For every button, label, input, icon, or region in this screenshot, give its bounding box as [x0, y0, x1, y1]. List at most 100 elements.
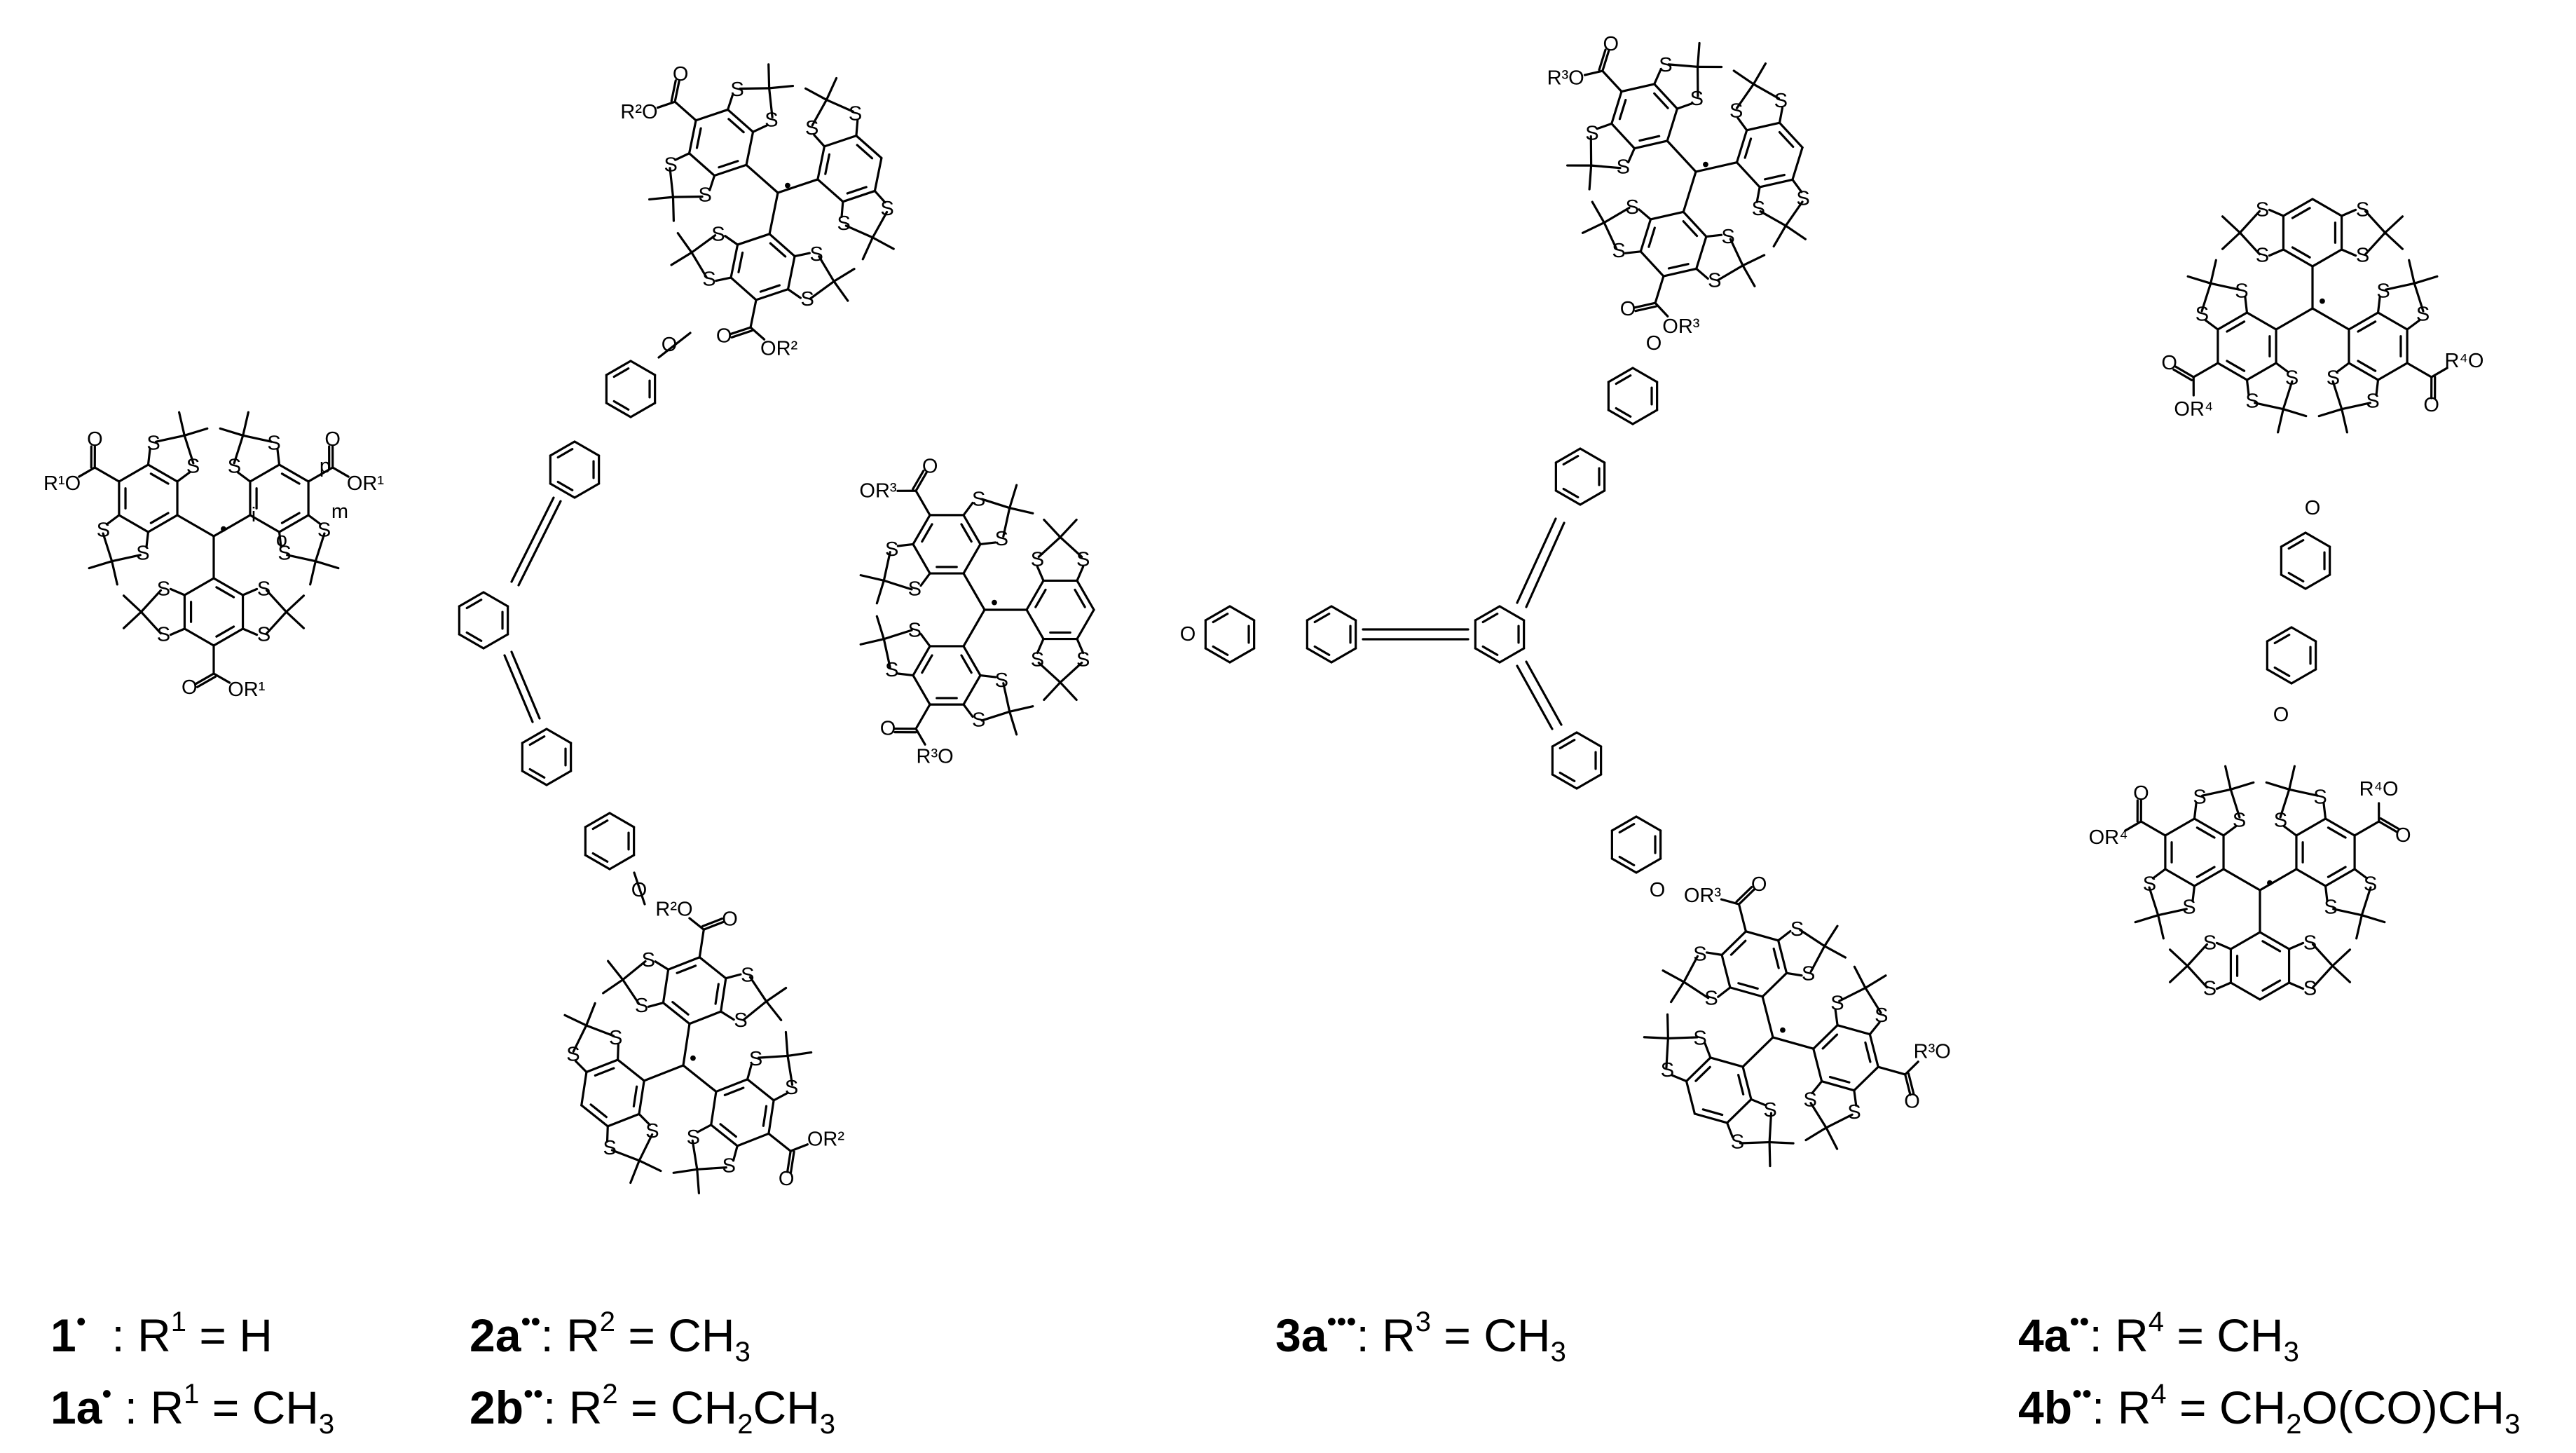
- bond: [914, 703, 931, 730]
- sulfur-atom: S: [702, 268, 715, 291]
- bond: [1638, 208, 1652, 221]
- bond: [746, 1063, 753, 1081]
- bond: [825, 98, 855, 113]
- legend-3a: 3a•••: R3 = CH3: [1275, 1307, 1566, 1367]
- bond: [2375, 378, 2380, 397]
- ring-double-bond: [1313, 645, 1331, 656]
- ring-bond: [1474, 605, 1501, 622]
- dithiole-ring: SS: [962, 484, 1034, 550]
- sulfur-atom: S: [1721, 226, 1734, 248]
- benzene-ring: [2282, 198, 2343, 268]
- ring-bond: [1729, 986, 1764, 998]
- ring-bond: [212, 577, 245, 596]
- methyl-bond: [2168, 948, 2189, 967]
- methyl-bond: [2168, 964, 2189, 983]
- methyl-bond: [2282, 408, 2308, 418]
- ring-bond: [694, 108, 729, 122]
- bond: [732, 1145, 739, 1162]
- bond: [93, 466, 121, 483]
- ring-bond: [687, 152, 716, 177]
- ring-double-bond: [465, 631, 483, 642]
- alkyne: [510, 496, 555, 583]
- ring-bond: [1610, 90, 1623, 125]
- ring-double-bond: [1618, 98, 1627, 121]
- methyl-bond: [1662, 969, 1685, 983]
- bond: [1726, 1121, 1734, 1138]
- ring-double-bond: [2327, 866, 2347, 878]
- phenylene-ring: [2280, 531, 2331, 590]
- carbonyl-oxygen: O: [1620, 298, 1636, 320]
- methyl-bond: [638, 1159, 662, 1173]
- central-bond: [1682, 170, 1697, 213]
- ring-double-bond: [2226, 360, 2246, 372]
- methyl-bond: [309, 560, 317, 586]
- dithiole-ring: SS: [859, 615, 931, 681]
- bond: [688, 917, 705, 931]
- sulfur-atom: S: [1729, 100, 1743, 123]
- bond: [962, 703, 974, 718]
- carbonyl-bond: [673, 80, 680, 103]
- sulfur-atom: S: [1804, 1089, 1817, 1111]
- benzene-ring: [1639, 210, 1708, 278]
- bond: [307, 466, 334, 483]
- ring-bond: [1744, 930, 1780, 942]
- bond: [1729, 238, 1744, 267]
- ring-bond: [1620, 83, 1656, 93]
- ring-bond: [1735, 129, 1748, 164]
- sulfur-atom: S: [698, 184, 711, 207]
- ring-bond: [816, 178, 844, 203]
- bond: [980, 498, 1011, 510]
- bond: [1654, 301, 1669, 318]
- ring-bond: [1821, 1080, 1856, 1092]
- sulfur-atom: S: [2376, 280, 2390, 303]
- bond: [751, 124, 768, 133]
- ester-oxygen: O: [2273, 704, 2289, 726]
- ring-bond: [912, 514, 931, 546]
- ring-bond: [1778, 121, 1804, 149]
- ring-bond: [458, 591, 485, 608]
- ring-bond: [1720, 930, 1748, 956]
- sulfur-atom: S: [805, 117, 818, 139]
- bond: [818, 255, 835, 283]
- bond: [1778, 107, 1784, 124]
- ring-double-bond: [762, 1105, 768, 1127]
- ring-bond: [458, 633, 485, 650]
- bond: [882, 551, 891, 582]
- ring-label-o: o: [276, 528, 287, 551]
- methyl-bond: [606, 960, 624, 981]
- ring-bond: [715, 1078, 749, 1093]
- dithiole-ring: SS: [1566, 122, 1636, 191]
- ring-double-bond: [2261, 940, 2282, 953]
- bond: [840, 200, 844, 219]
- bond: [2238, 231, 2261, 256]
- ring-bond: [662, 968, 670, 1004]
- ring-bond: [688, 1010, 722, 1025]
- bond: [1695, 267, 1709, 280]
- ring-bond: [2311, 198, 2343, 217]
- dithiole-ring: SS: [1804, 1080, 1861, 1150]
- ring-double-bond: [723, 1086, 745, 1096]
- carbonyl-oxygen: O: [324, 428, 341, 451]
- dithiole-ring: SS: [1726, 1098, 1795, 1168]
- bond: [725, 973, 742, 980]
- sulfur-atom: S: [2143, 873, 2156, 896]
- sulfur-atom: S: [146, 432, 160, 455]
- dithiole-ring: SS: [837, 189, 895, 261]
- dithiole-ring: SS: [2376, 259, 2439, 331]
- bond: [241, 627, 259, 636]
- ring-double-bond: [921, 654, 933, 674]
- ring-bond: [146, 463, 179, 483]
- methyl-bond: [2265, 781, 2291, 791]
- central-bond: [1761, 995, 1774, 1039]
- dithiole-ring: SS: [786, 243, 856, 311]
- bond: [768, 87, 774, 118]
- ring-bond: [605, 402, 632, 418]
- bond: [1737, 903, 1748, 933]
- ring-bond: [2217, 311, 2249, 331]
- bond: [739, 87, 771, 90]
- ring-double-bond: [280, 472, 301, 485]
- ring-bond: [823, 135, 858, 148]
- bond: [2385, 282, 2416, 291]
- dithiole-ring: SS: [1031, 637, 1090, 702]
